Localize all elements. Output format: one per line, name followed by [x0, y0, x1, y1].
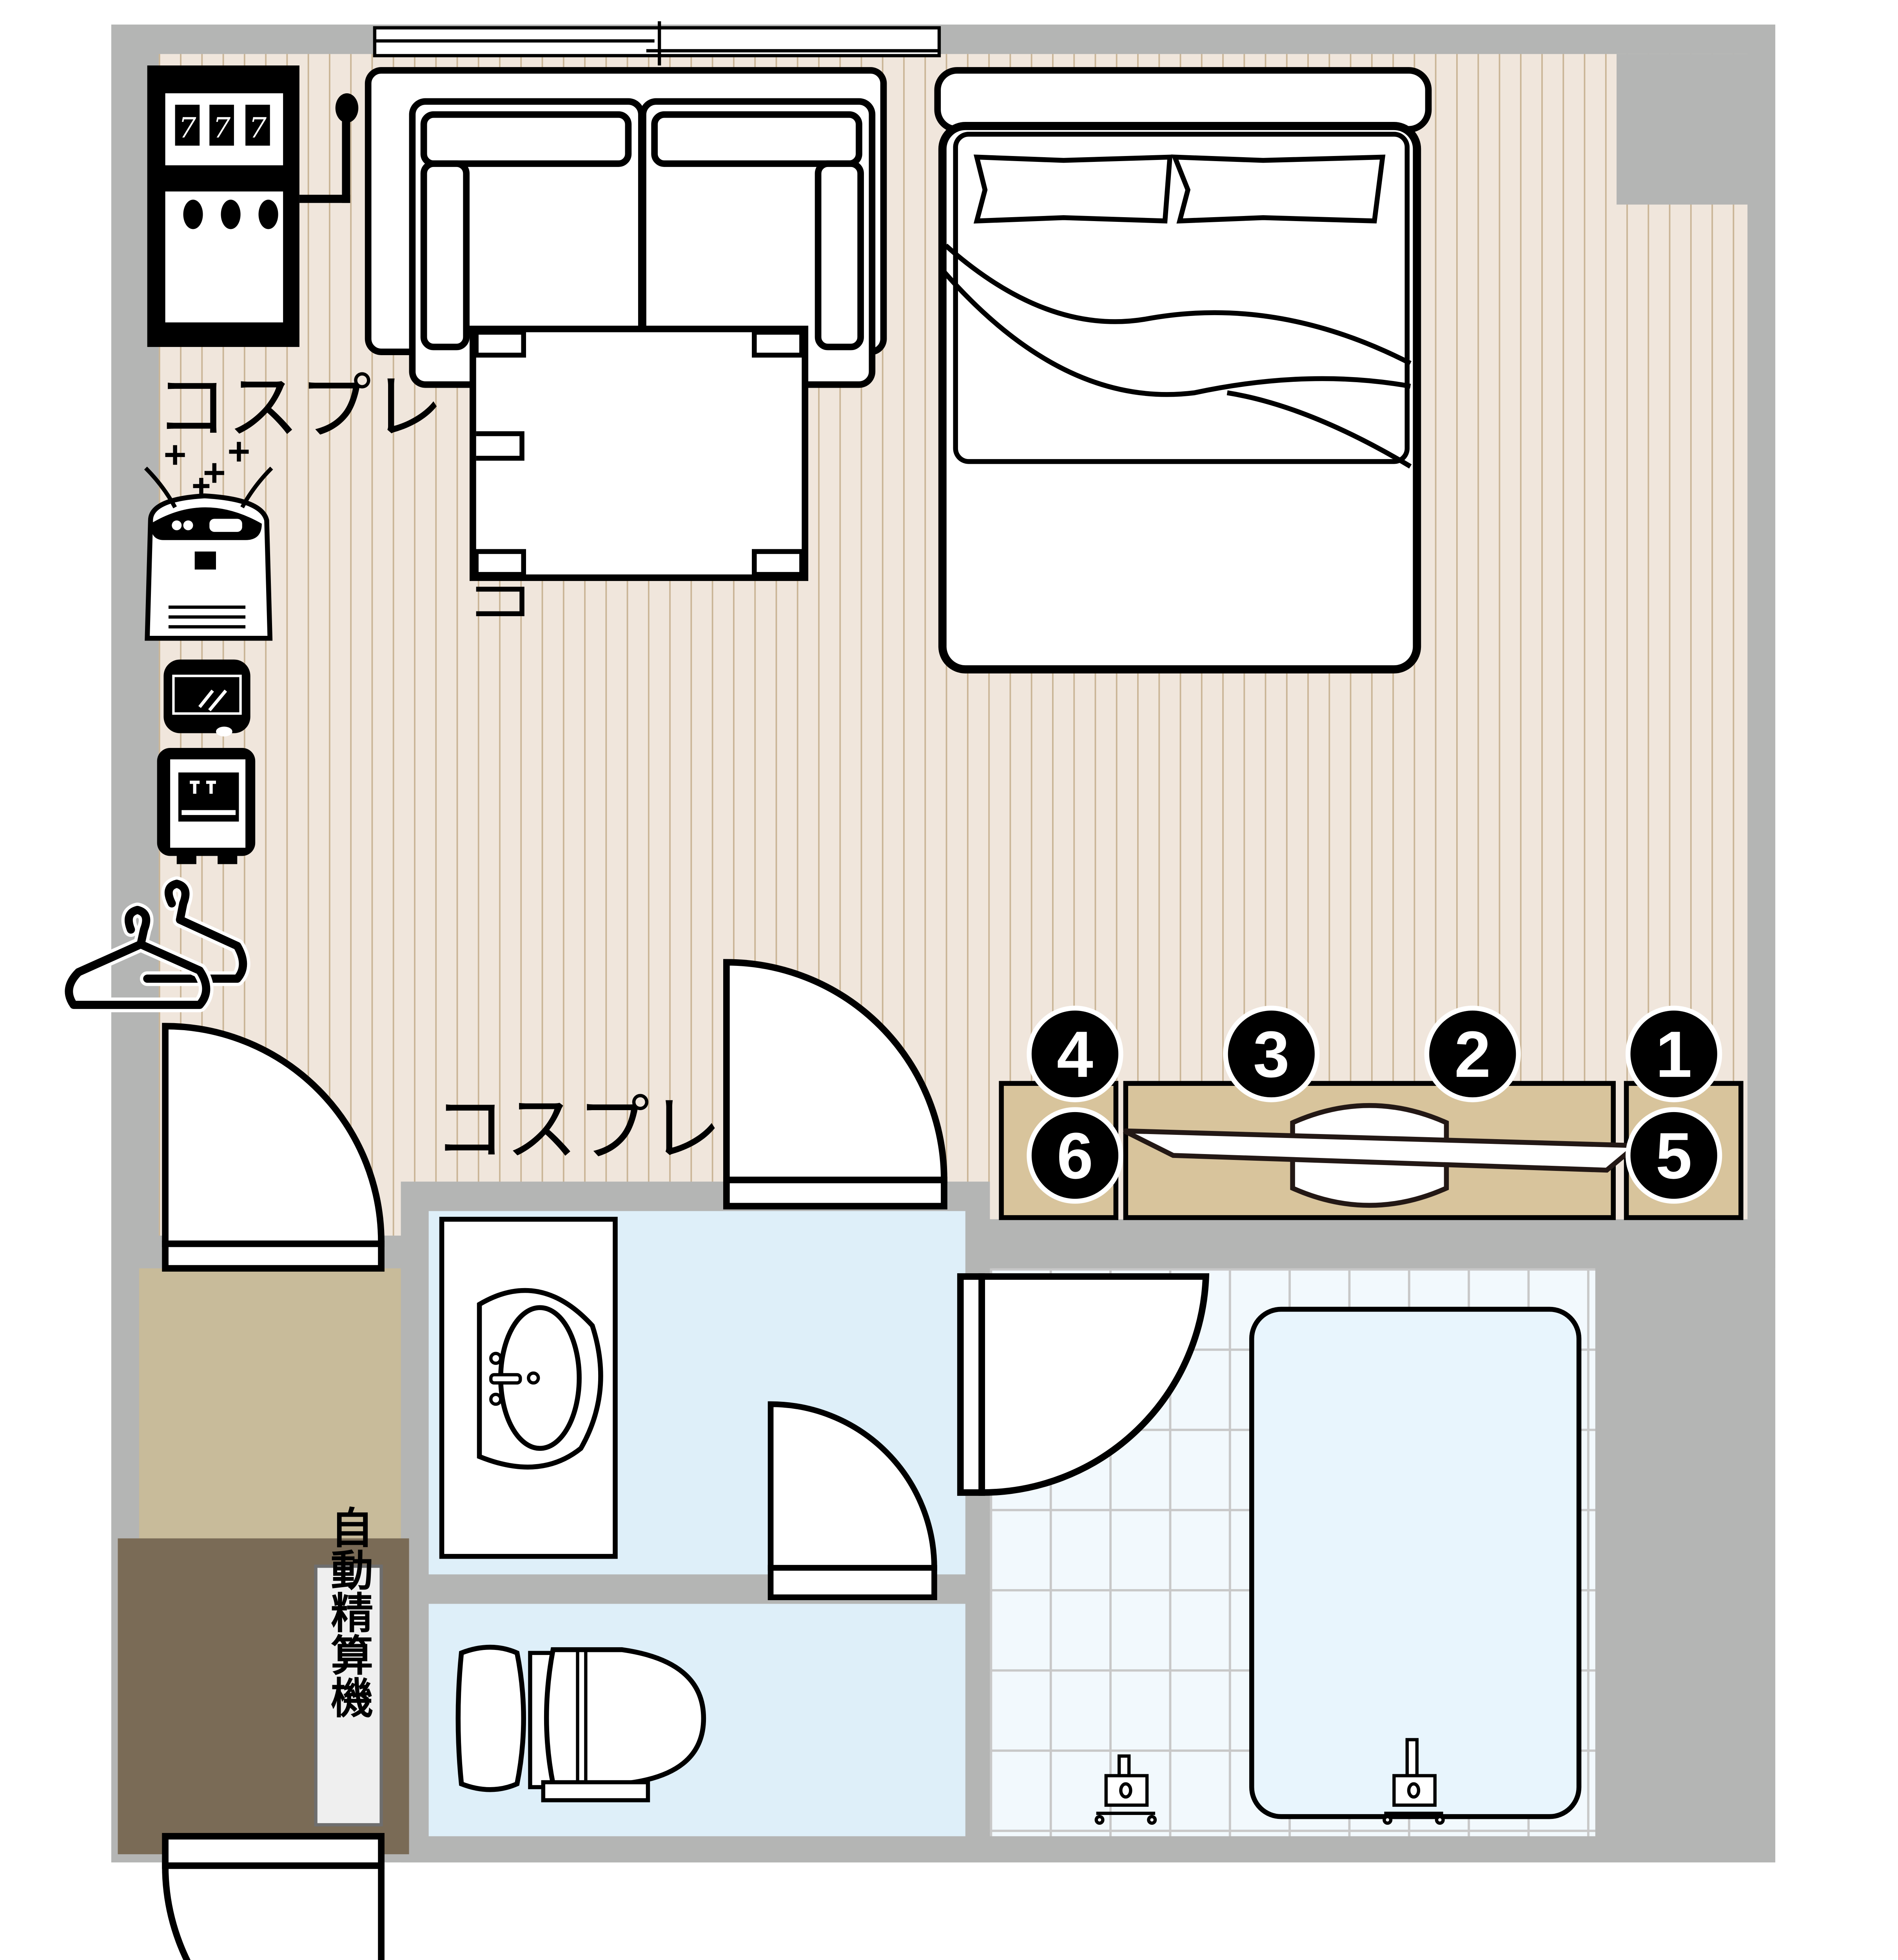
bathtub-icon	[1249, 1307, 1582, 1819]
marker-3[interactable]: 3	[1223, 1005, 1320, 1102]
washroom-door[interactable]	[723, 959, 947, 1210]
svg-text:2: 2	[1454, 1018, 1491, 1091]
tv-stand	[999, 1081, 1744, 1220]
marker-4[interactable]: 4	[1027, 1005, 1123, 1102]
toilet-icon	[455, 1644, 706, 1802]
marker-6[interactable]: 6	[1027, 1107, 1123, 1204]
window[interactable]	[373, 21, 941, 65]
slot-reel-1: 7	[178, 112, 196, 144]
entrance-door[interactable]	[162, 1833, 385, 1960]
sofa-icon	[365, 67, 887, 388]
cosplay-label-top: コスプレ	[156, 366, 444, 449]
entrance-step	[139, 1268, 401, 1539]
svg-text:4: 4	[1057, 1018, 1093, 1091]
marker-2[interactable]: 2	[1424, 1005, 1521, 1102]
svg-text:1: 1	[1656, 1018, 1692, 1091]
cosplay-label-middle: コスプレ	[434, 1087, 722, 1171]
payment-machine[interactable]: 自動精算機	[314, 1506, 383, 1827]
coffee-table-icon	[469, 325, 809, 616]
shower-room-door[interactable]	[957, 1273, 1210, 1496]
marker-5[interactable]: 5	[1626, 1107, 1722, 1204]
svg-text:3: 3	[1253, 1018, 1290, 1091]
marker-1[interactable]: 1	[1626, 1005, 1722, 1102]
water-server-icon	[157, 659, 256, 864]
slot-machine-icon: 7 7 7	[147, 65, 359, 347]
payment-machine-label: 自動精算機	[324, 1506, 374, 1719]
slot-reel-2: 7	[213, 112, 231, 144]
air-purifier-icon	[144, 442, 273, 641]
shower-faucet-icon	[1383, 1738, 1445, 1825]
svg-text:6: 6	[1057, 1120, 1093, 1192]
double-bed-icon	[934, 67, 1432, 673]
hangers-icon	[62, 876, 250, 1013]
slot-reel-3: 7	[249, 112, 267, 144]
closet-door[interactable]	[162, 1023, 385, 1272]
inner-wall-right	[965, 1219, 1775, 1269]
shower-faucet-icon	[1094, 1754, 1157, 1825]
toilet-door[interactable]	[768, 1401, 937, 1601]
sink-icon	[439, 1217, 618, 1559]
svg-text:5: 5	[1656, 1120, 1692, 1192]
